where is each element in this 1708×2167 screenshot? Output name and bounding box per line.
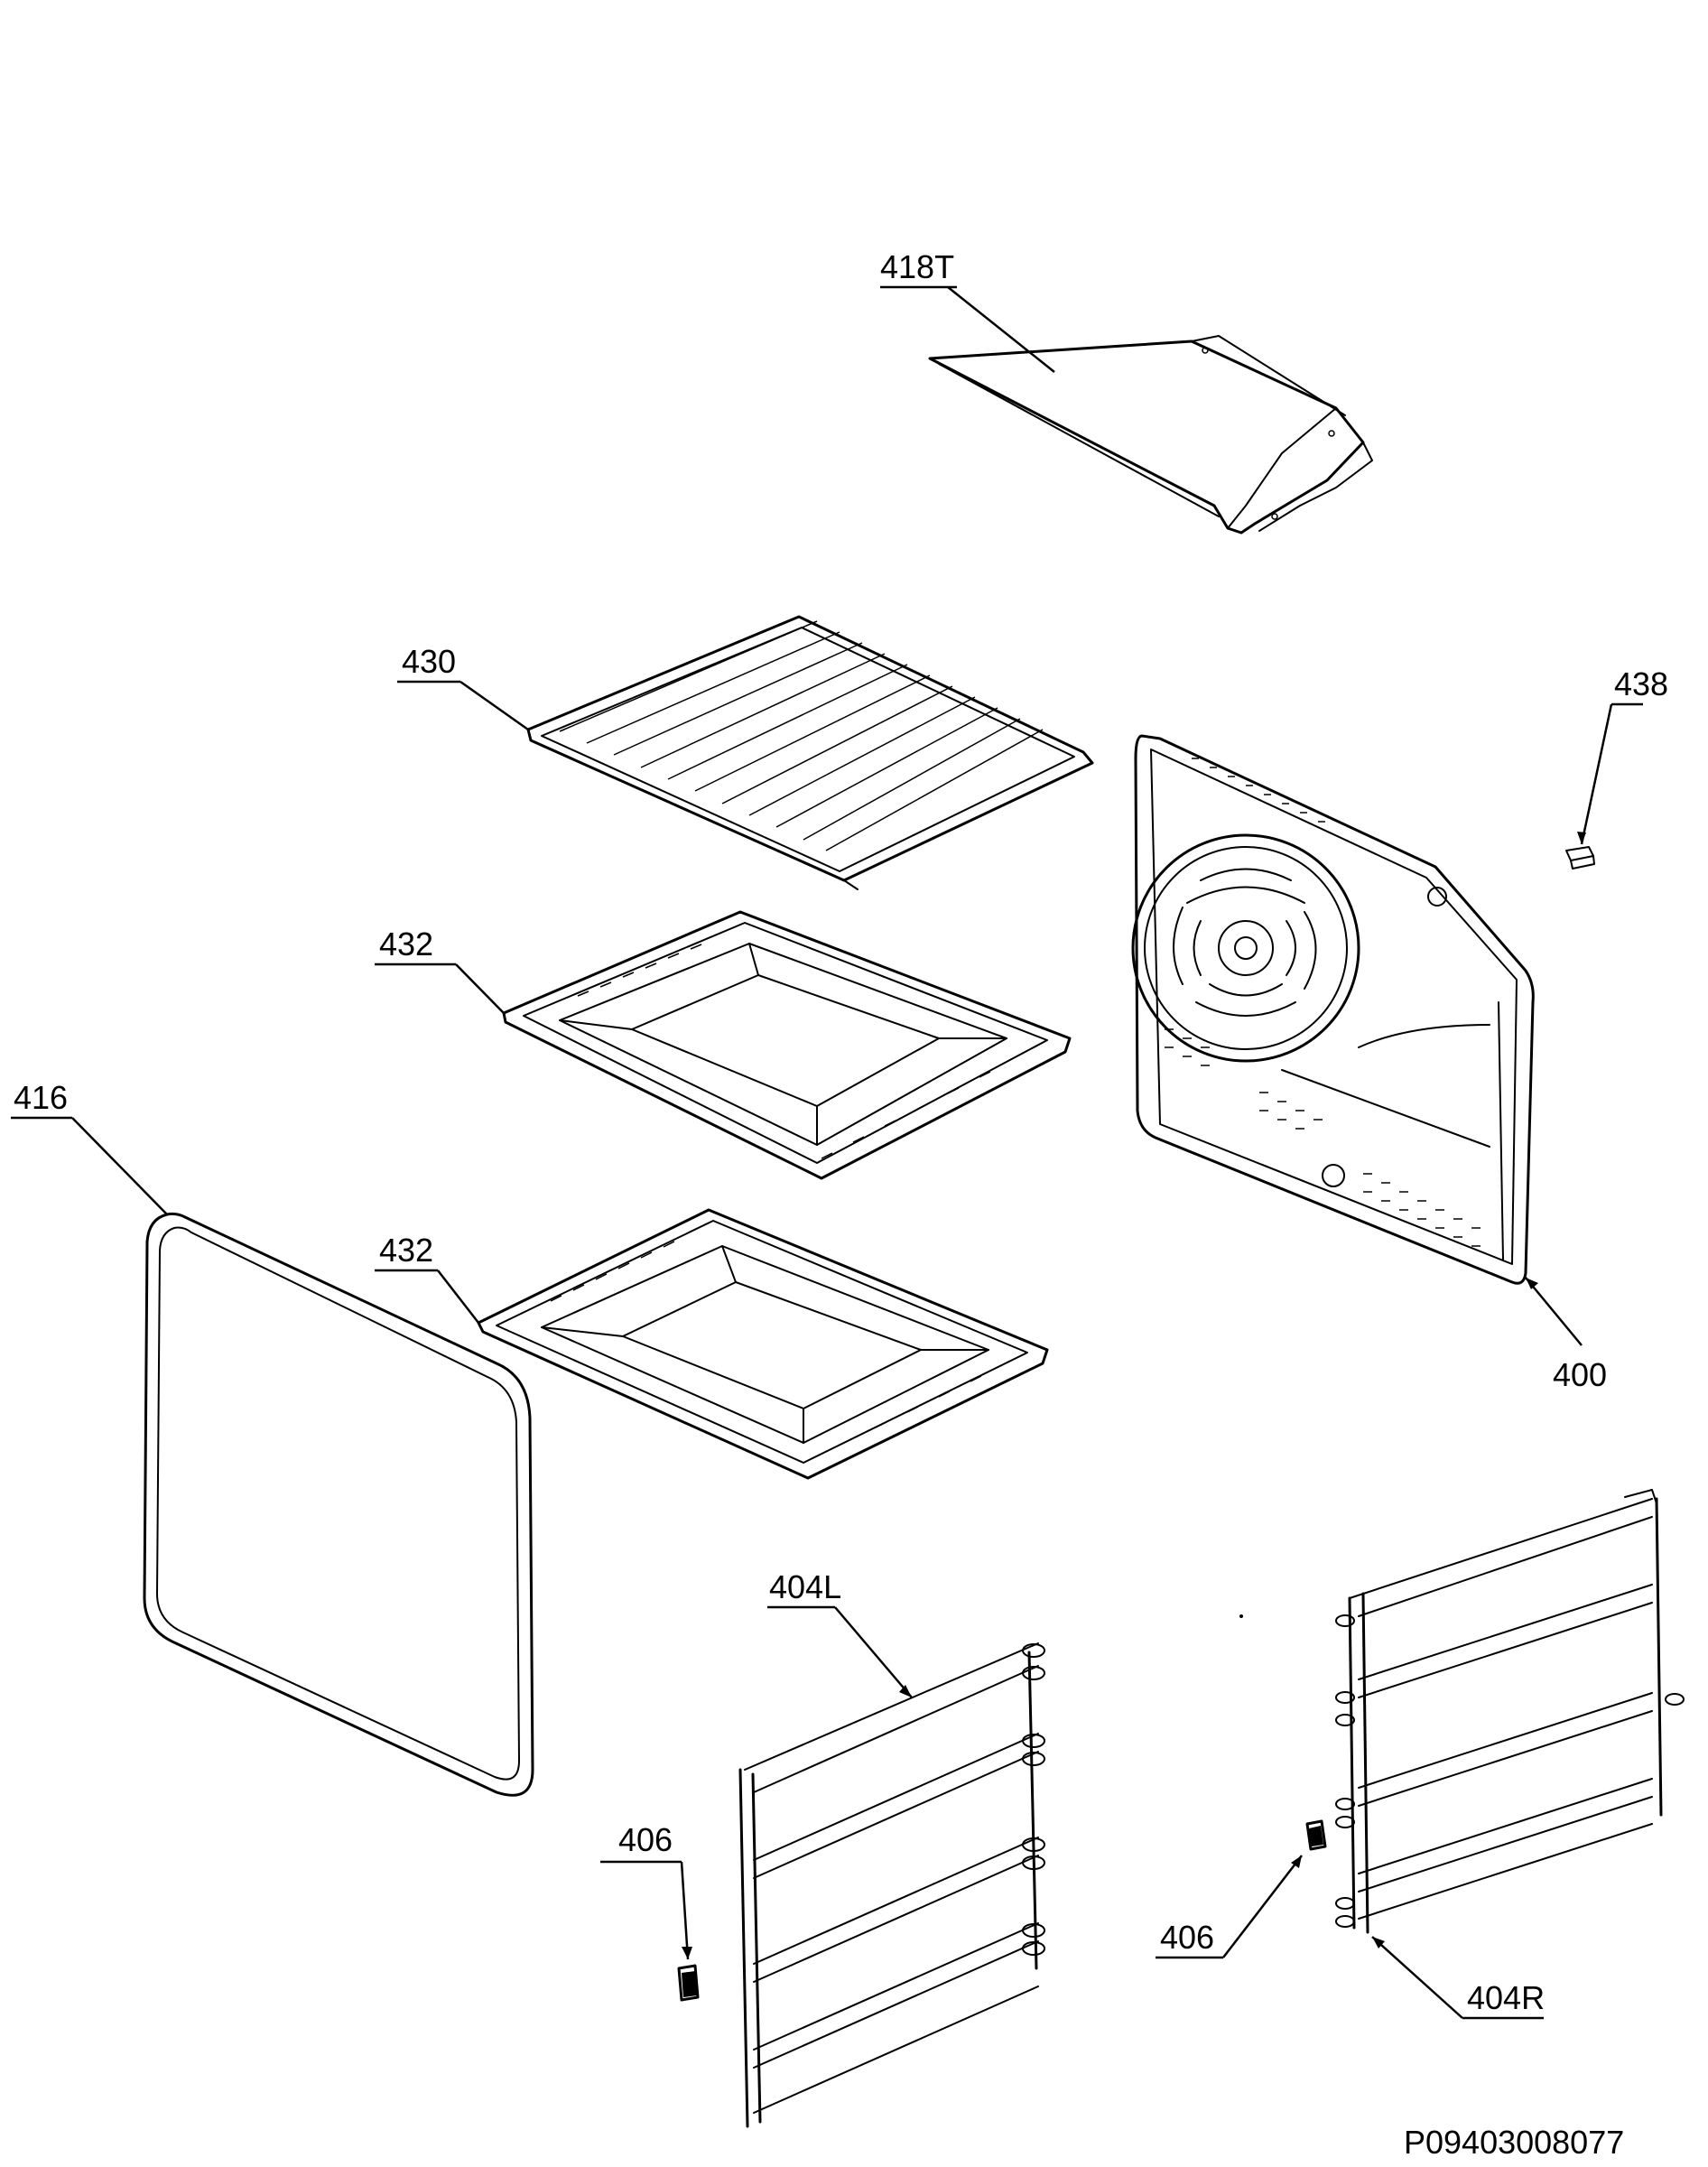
callout-label-404R: 404R [1467, 1979, 1545, 2016]
vent-holes [1165, 758, 1481, 1247]
callout-label-418T: 418T [880, 248, 954, 285]
callout-406-right: 406 [1156, 1855, 1303, 1959]
drawing-number: P09403008077 [1404, 2124, 1624, 2161]
callout-418T: 418T [880, 248, 1055, 373]
part-418T-top-panel [928, 335, 1373, 535]
callout-label-432-upper: 432 [379, 925, 433, 963]
callout-416: 416 [11, 1079, 168, 1215]
callout-438: 438 [1577, 665, 1668, 845]
callout-label-404L: 404L [769, 1568, 841, 1605]
part-404R-right-shelf-support [1335, 1489, 1685, 1934]
callout-label-416: 416 [14, 1079, 68, 1116]
part-430-wire-shelf [526, 615, 1094, 890]
callout-label-400: 400 [1553, 1356, 1607, 1393]
part-438-clip [1565, 846, 1595, 870]
callout-430: 430 [397, 643, 529, 731]
callout-400: 400 [1525, 1277, 1607, 1393]
tray-holes-upper [577, 944, 991, 1159]
callout-404L: 404L [767, 1568, 913, 1698]
part-406-screw-right [1305, 1819, 1327, 1851]
tray-holes-lower [550, 1241, 982, 1459]
callout-432-upper: 432 [375, 925, 505, 1014]
part-400-rear-fan-cover [1131, 734, 1535, 1285]
part-406-screw-left [677, 1964, 700, 2002]
part-416-oven-door-seal [143, 1212, 534, 1797]
callout-label-406-left: 406 [618, 1821, 673, 1858]
part-432-baking-tray-lower [477, 1208, 1049, 1480]
callout-label-406-right: 406 [1160, 1919, 1214, 1956]
callout-406-left: 406 [600, 1821, 692, 1960]
callout-label-432-lower: 432 [379, 1232, 433, 1269]
part-404L-left-shelf-support [738, 1642, 1045, 2128]
part-432-baking-tray-upper [502, 910, 1072, 1180]
support-hooks-right [1335, 1614, 1685, 1928]
callout-432-lower: 432 [375, 1232, 479, 1324]
fan-grille [1173, 868, 1317, 1017]
callout-label-430: 430 [402, 643, 456, 680]
callout-label-438: 438 [1614, 665, 1668, 702]
callout-404R: 404R [1371, 1936, 1545, 2020]
support-hooks-left [1022, 1643, 1045, 1956]
